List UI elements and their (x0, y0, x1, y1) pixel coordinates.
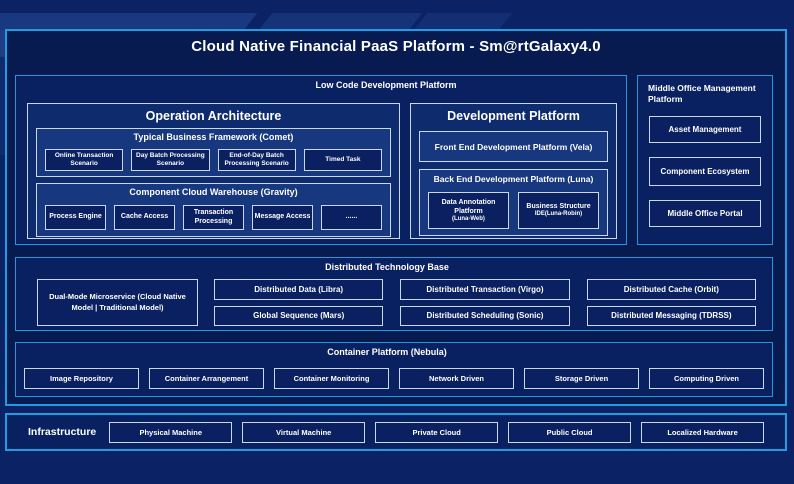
section-label: Container Platform (Nebula) (327, 347, 447, 357)
page-title: Cloud Native Financial PaaS Platform - S… (191, 38, 601, 55)
box-distributed-transaction: Distributed Transaction (Virgo) (400, 279, 570, 300)
box-dual-mode-microservice: Dual-Mode Microservice (Cloud Native Mod… (37, 279, 198, 326)
box-front-end-development-platform: Front End Development Platform (Vela) (419, 131, 608, 162)
box-sublabel: IDE(Luna-Robin) (534, 211, 583, 218)
box-component-ecosystem: Component Ecosystem (649, 156, 761, 186)
box-public-cloud: Public Cloud (508, 421, 632, 443)
box-distributed-scheduling: Distributed Scheduling (Sonic) (400, 305, 570, 326)
box-middle-office-portal: Middle Office Portal (649, 199, 761, 227)
box-image-repository: Image Repository (24, 368, 139, 389)
section-container-platform: Container Platform (Nebula) Image Reposi… (15, 342, 773, 397)
box-sublabel: (Luna-Web) (452, 215, 485, 222)
container-items-row: Image Repository Container Arrangement C… (24, 368, 764, 389)
comet-items-row: Online Transaction Scenario Day Batch Pr… (45, 149, 382, 171)
box-storage-driven: Storage Driven (524, 368, 639, 389)
box-localized-hardware: Localized Hardware (641, 421, 765, 443)
panel-title: Operation Architecture (145, 109, 282, 123)
main-panel: Cloud Native Financial PaaS Platform - S… (5, 29, 787, 406)
box-label: Business Structure (526, 203, 591, 211)
group-component-cloud-warehouse: Component Cloud Warehouse (Gravity) Proc… (36, 183, 391, 237)
panel-operation-architecture: Operation Architecture Typical Business … (27, 103, 400, 239)
panel-development-platform: Development Platform Front End Developme… (410, 103, 617, 239)
box-virtual-machine: Virtual Machine (242, 421, 366, 443)
box-data-annotation-platform: Data Annotation Platform (Luna-Web) (428, 192, 509, 229)
group-title: Component Cloud Warehouse (Gravity) (129, 187, 298, 197)
box-computing-driven: Computing Driven (649, 368, 764, 389)
group-back-end-development-platform: Back End Development Platform (Luna) Dat… (419, 169, 608, 236)
group-title: Typical Business Framework (Comet) (133, 132, 294, 142)
section-distributed-technology-base: Distributed Technology Base Dual-Mode Mi… (15, 257, 773, 331)
section-label: Distributed Technology Base (325, 262, 449, 272)
panel-title: Development Platform (447, 109, 580, 123)
section-infrastructure: Infrastructure Physical Machine Virtual … (5, 413, 787, 451)
box-global-sequence: Global Sequence (Mars) (214, 305, 384, 326)
gravity-items-row: Process Engine Cache Access Transaction … (45, 205, 382, 230)
box-transaction-processing: Transaction Processing (183, 205, 244, 230)
box-label: Data Annotation Platform (441, 198, 496, 215)
box-physical-machine: Physical Machine (109, 421, 233, 443)
box-business-structure-ide: Business Structure IDE(Luna-Robin) (518, 192, 599, 229)
box-distributed-messaging: Distributed Messaging (TDRSS) (586, 305, 756, 326)
box-message-access: Message Access (252, 205, 313, 230)
box-day-batch-processing-scenario: Day Batch Processing Scenario (131, 149, 210, 171)
box-timed-task: Timed Task (303, 149, 382, 171)
box-distributed-cache: Distributed Cache (Orbit) (586, 279, 756, 300)
box-distributed-data: Distributed Data (Libra) (214, 279, 384, 300)
infrastructure-items-row: Physical Machine Virtual Machine Private… (109, 421, 765, 443)
section-label: Middle Office Management Platform (648, 83, 756, 105)
section-label: Low Code Development Platform (315, 80, 457, 90)
back-end-items-row: Data Annotation Platform (Luna-Web) Busi… (428, 192, 599, 229)
section-low-code-development-platform: Low Code Development Platform Operation … (15, 75, 627, 245)
box-end-of-day-batch-processing-scenario: End-of-Day Batch Processing Scenario (217, 149, 296, 171)
box-network-driven: Network Driven (399, 368, 514, 389)
distributed-items-grid: Distributed Data (Libra) Distributed Tra… (214, 279, 756, 326)
box-container-monitoring: Container Monitoring (274, 368, 389, 389)
section-label: Infrastructure (28, 426, 97, 438)
box-container-arrangement: Container Arrangement (149, 368, 264, 389)
group-typical-business-framework: Typical Business Framework (Comet) Onlin… (36, 128, 391, 177)
box-ellipsis: ...... (321, 205, 382, 230)
box-process-engine: Process Engine (45, 205, 106, 230)
group-title: Back End Development Platform (Luna) (433, 174, 594, 184)
box-cache-access: Cache Access (114, 205, 175, 230)
section-middle-office-management-platform: Middle Office Management Platform Asset … (637, 75, 773, 245)
box-private-cloud: Private Cloud (375, 421, 499, 443)
box-asset-management: Asset Management (649, 115, 761, 143)
box-online-transaction-scenario: Online Transaction Scenario (45, 149, 124, 171)
